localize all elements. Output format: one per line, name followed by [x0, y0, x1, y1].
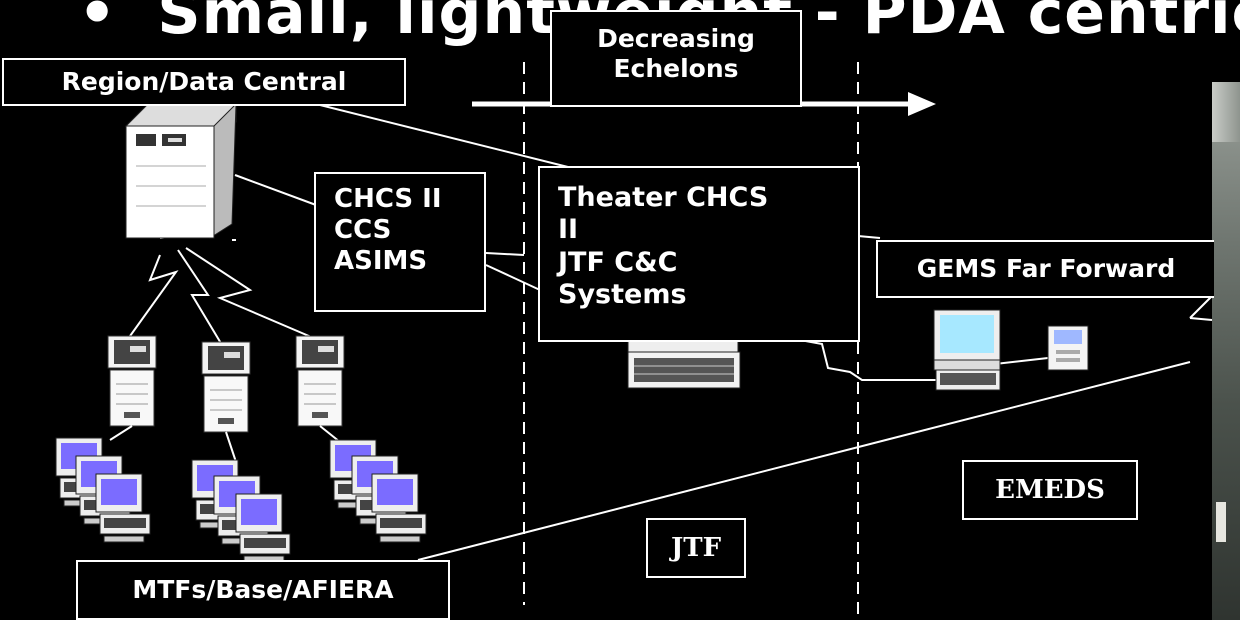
workstation-cluster-2-icon — [191, 459, 291, 563]
theater-line-4: Systems — [558, 279, 687, 311]
desktop-pc-icon-3 — [295, 335, 345, 427]
echelons-line-1: Decreasing — [597, 24, 755, 53]
mtfs-base-afiera-text: MTFs/Base/AFIERA — [132, 575, 394, 604]
emeds-text: EMEDS — [995, 475, 1105, 505]
gems-monitor-icon — [933, 309, 1001, 391]
theater-systems-label: Theater CHCS II JTF C&C Systems — [538, 166, 860, 342]
region-data-central-label: Region/Data Central — [2, 58, 406, 106]
theater-line-1: Theater CHCS — [558, 182, 769, 213]
theater-line-3: JTF C&C — [558, 246, 678, 278]
chcs-systems-label: CHCS II CCS ASIMS — [314, 172, 486, 312]
title-bullet: • — [78, 0, 118, 48]
jtf-text: JTF — [670, 533, 722, 563]
theater-line-2: II — [558, 214, 579, 246]
mtfs-base-afiera-label: MTFs/Base/AFIERA — [76, 560, 450, 620]
chcs-line-3: ASIMS — [334, 246, 428, 277]
gems-far-forward-text: GEMS Far Forward — [916, 254, 1176, 283]
desktop-pc-icon-1 — [107, 335, 157, 427]
workstation-cluster-1-icon — [55, 437, 151, 543]
server-icon — [124, 102, 237, 239]
decreasing-echelons-label: Decreasing Echelons — [550, 10, 802, 107]
arrow-head — [908, 92, 936, 116]
desktop-pc-icon-2 — [201, 341, 251, 433]
region-data-central-text: Region/Data Central — [61, 67, 347, 96]
echelons-line-2: Echelons — [613, 54, 739, 83]
pda-icon — [1047, 325, 1089, 371]
field-photo — [1212, 82, 1240, 620]
emeds-label: EMEDS — [962, 460, 1138, 520]
chcs-line-1: CHCS II — [334, 184, 442, 214]
gems-far-forward-label: GEMS Far Forward — [876, 240, 1214, 298]
workstation-cluster-3-icon — [329, 439, 427, 543]
jtf-label: JTF — [646, 518, 746, 578]
chcs-line-2: CCS — [334, 215, 392, 246]
